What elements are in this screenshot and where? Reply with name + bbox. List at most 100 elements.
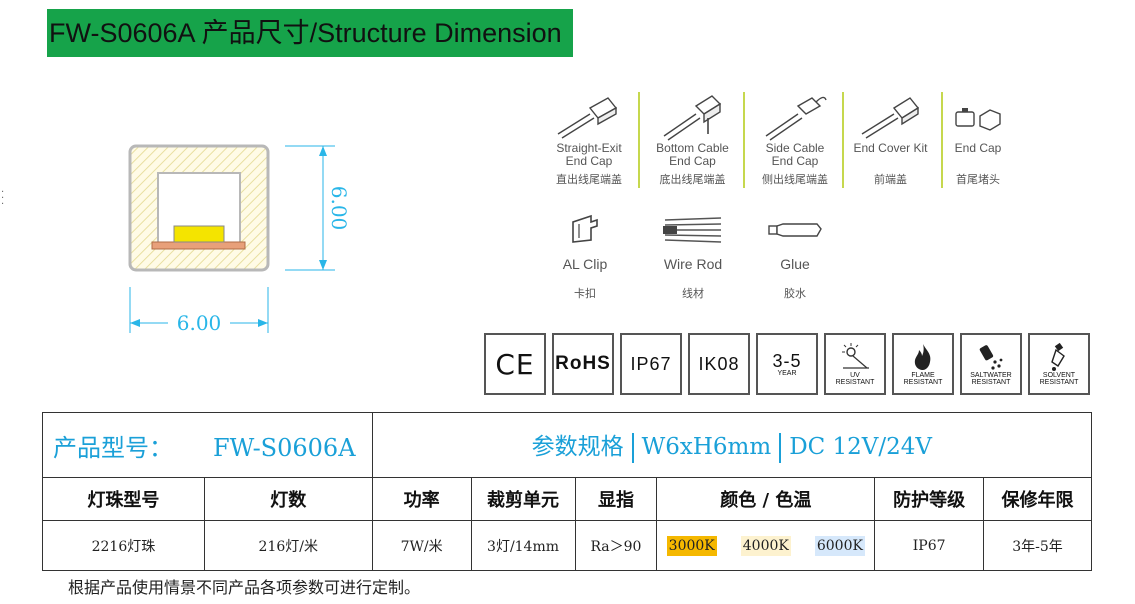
- accessories-row: Straight-Exit End Cap 直出线尾端盖 Bottom Cabl…: [545, 90, 1015, 200]
- accessory-label: End Cap: [954, 141, 1002, 155]
- uv-label: UV: [850, 372, 860, 379]
- flame-label: RESISTANT: [903, 379, 943, 386]
- year-number: 3-5: [772, 350, 802, 371]
- drag-handle-icon[interactable]: ···: [1, 187, 5, 210]
- model-value: FW-S0606A: [213, 433, 356, 462]
- accessory-label: Bottom Cable: [656, 141, 729, 155]
- cct-3000k: 3000K: [666, 535, 717, 556]
- accessory-cn-label: 底出线尾端盖: [659, 173, 726, 186]
- accessory-label: Side Cable: [765, 141, 825, 155]
- rohs-badge: RoHS: [552, 333, 614, 395]
- uv-label: RESISTANT: [835, 379, 875, 386]
- spec-table: 产品型号： FW-S0606A 参数规格 W6xH6mm DC 12V/24V 灯珠型…: [42, 412, 1093, 571]
- customization-note: 根据产品使用情景不同产品各项参数可进行定制。: [68, 578, 421, 597]
- accessory-cn-label: 首尾堵头: [956, 173, 1000, 186]
- accessory-cn-label: 侧出线尾端盖: [762, 173, 828, 186]
- accessory-label: [848, 155, 933, 168]
- divider: [638, 92, 640, 188]
- header-led-type: 灯珠型号: [42, 477, 205, 521]
- accessory-side-cable-end-cap: Side Cable End Cap 侧出线尾端盖: [750, 90, 840, 200]
- divider: [842, 92, 844, 188]
- accessory-cn-label: 直出线尾端盖: [556, 173, 622, 186]
- accessory-label: [945, 155, 1011, 168]
- header-warranty: 保修年限: [983, 477, 1092, 521]
- cell-ip-rating: IP67: [874, 520, 985, 571]
- model-cell: 产品型号： FW-S0606A: [42, 412, 373, 478]
- al-clip-icon: [572, 214, 598, 243]
- cell-cri: Ra＞90: [574, 520, 658, 571]
- pcb-strip: [151, 241, 246, 250]
- ip67-text: IP67: [630, 353, 672, 374]
- model-label: 产品型号：: [53, 433, 173, 462]
- size-value: W6xH6mm: [641, 434, 772, 460]
- height-dimension-label: 6.00: [327, 186, 350, 231]
- accessory-glue: Glue 胶水: [762, 212, 828, 312]
- flame-label: FLAME: [911, 372, 935, 379]
- solvent-dropper-icon: [1051, 342, 1065, 371]
- accessory-label: End Cover Kit: [853, 141, 928, 155]
- header-power: 功率: [371, 477, 472, 521]
- cct-4000k: 4000K: [740, 535, 791, 556]
- accessory-label: AL Clip: [562, 256, 608, 272]
- saltwater-icon: [979, 345, 1003, 370]
- glue-icon: [768, 223, 822, 237]
- accessory-bottom-cable-end-cap: Bottom Cable End Cap 底出线尾端盖: [645, 90, 740, 200]
- led-chip: [173, 225, 225, 243]
- cell-led-type: 2216灯珠: [42, 520, 205, 571]
- header-color-temp: 颜色 / 色温: [656, 477, 876, 521]
- accessory-cn-label: 线材: [682, 287, 704, 300]
- saltwater-resistant-badge: SALTWATER RESISTANT: [960, 333, 1022, 395]
- accessory-label: End Cap: [771, 154, 819, 168]
- side-cable-end-cap-icon: [765, 96, 827, 141]
- accessory-cn-label: 胶水: [784, 287, 806, 300]
- year-text: YEAR: [777, 369, 797, 377]
- table-header-row: 灯珠型号 灯数 功率 裁剪单元 显指 颜色 / 色温 防护等级 保修年限: [42, 477, 1092, 521]
- accessory-cn-label: 前端盖: [874, 173, 907, 186]
- accessory-end-cover-kit: End Cover Kit 前端盖: [848, 90, 933, 200]
- accessory-label: End Cap: [669, 154, 716, 168]
- header-cut-unit: 裁剪单元: [470, 477, 576, 521]
- accessory-straight-exit-end-cap: Straight-Exit End Cap 直出线尾端盖: [545, 90, 633, 200]
- table-title-row: 产品型号： FW-S0606A 参数规格 W6xH6mm DC 12V/24V: [42, 412, 1093, 478]
- voltage-value: DC 12V/24V: [789, 434, 933, 460]
- cell-led-count: 216灯/米: [203, 520, 373, 571]
- ce-text: CE: [495, 347, 535, 381]
- page-title: FW-S0606A 产品尺寸/Structure Dimension: [47, 9, 573, 57]
- accessory-label: End Cap: [565, 154, 613, 168]
- wire-rod-icon: [663, 217, 722, 243]
- warranty-year-badge: 3-5 YEAR: [756, 333, 818, 395]
- params-label: 参数规格: [531, 434, 624, 460]
- header-cri: 显指: [574, 477, 658, 521]
- uv-resistant-badge: UV RESISTANT: [824, 333, 886, 395]
- accessory-wire-rod: Wire Rod 线材: [660, 212, 726, 312]
- structure-dimension-drawing: 6.00 6.00: [128, 144, 350, 335]
- ik08-text: IK08: [698, 353, 740, 374]
- accessory-cn-label: 卡扣: [574, 287, 596, 300]
- accessory-label: Glue: [780, 256, 810, 272]
- solvent-resistant-badge: SOLVENT RESISTANT: [1028, 333, 1090, 395]
- solvent-label: SOLVENT: [1042, 372, 1076, 379]
- straight-exit-end-cap-icon: [557, 97, 618, 139]
- accessory-al-clip: AL Clip 卡扣: [555, 212, 615, 312]
- header-led-count: 灯数: [203, 477, 373, 521]
- saltwater-label: SALTWATER: [970, 372, 1012, 379]
- flame-icon: [914, 344, 931, 370]
- flame-resistant-badge: FLAME RESISTANT: [892, 333, 954, 395]
- uv-sun-icon: [842, 343, 869, 369]
- params-cell: 参数规格 W6xH6mm DC 12V/24V: [371, 412, 1093, 478]
- cell-power: 7W/米: [371, 520, 472, 571]
- table-row: 2216灯珠 216灯/米 7W/米 3灯/14mm Ra＞90 3000K 40…: [42, 520, 1092, 571]
- accessory-label: Wire Rod: [663, 256, 723, 272]
- rohs-text: RoHS: [555, 353, 611, 374]
- divider: [743, 92, 745, 188]
- ce-badge: CE: [484, 333, 546, 395]
- bottom-cable-end-cap-icon: [663, 95, 721, 141]
- cell-cut-unit: 3灯/14mm: [470, 520, 576, 571]
- cell-warranty: 3年-5年: [983, 520, 1092, 571]
- solvent-label: RESISTANT: [1039, 379, 1079, 386]
- end-cap-icon: [955, 108, 1001, 131]
- width-dimension-label: 6.00: [177, 311, 222, 335]
- divider: [941, 92, 943, 188]
- accessory-label: Straight-Exit: [556, 141, 622, 155]
